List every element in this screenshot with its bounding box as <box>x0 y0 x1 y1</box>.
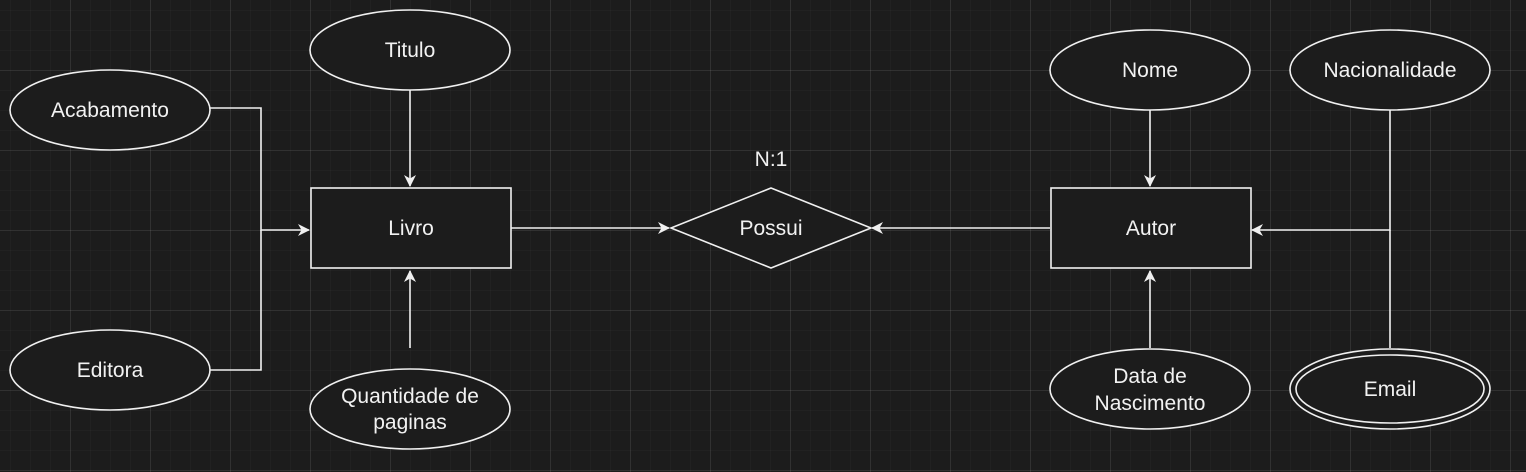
relationship-possui-label: Possui <box>739 217 802 240</box>
entity-autor[interactable]: Autor <box>1050 187 1252 269</box>
entity-autor-label: Autor <box>1126 217 1176 240</box>
attribute-editora[interactable]: Editora <box>9 329 211 411</box>
edge-acabamento-livro <box>210 107 310 236</box>
attribute-nome[interactable]: Nome <box>1049 29 1251 111</box>
cardinality-label: N:1 <box>755 148 788 171</box>
relationship-possui-diamond <box>668 187 874 269</box>
attribute-email[interactable]: Email <box>1289 348 1491 430</box>
attribute-nacionalidade-ellipse <box>1289 29 1491 111</box>
attribute-data-nascimento-label-line1: Data de <box>1113 365 1187 388</box>
entity-livro[interactable]: Livro <box>310 187 512 269</box>
attribute-data-nascimento[interactable]: Data de Nascimento <box>1049 348 1251 430</box>
attribute-titulo[interactable]: Titulo <box>309 9 511 91</box>
entity-livro-box <box>310 187 512 269</box>
attribute-quantidade-paginas-label-line2: paginas <box>373 411 447 434</box>
attribute-quantidade-paginas-ellipse <box>309 368 511 450</box>
attribute-acabamento-label: Acabamento <box>51 99 169 122</box>
attribute-nome-label: Nome <box>1122 59 1178 82</box>
attribute-nacionalidade[interactable]: Nacionalidade <box>1289 29 1491 111</box>
attribute-data-nascimento-label-line2: Nascimento <box>1095 392 1206 415</box>
edge-nacionalidade-autor <box>1251 110 1391 236</box>
attribute-titulo-label: Titulo <box>385 39 436 62</box>
attribute-quantidade-paginas[interactable]: Quantidade de paginas <box>309 368 511 450</box>
entity-autor-box <box>1050 187 1252 269</box>
attribute-quantidade-paginas-label-line1: Quantidade de <box>341 385 479 408</box>
edges <box>210 90 1391 371</box>
attribute-nome-ellipse <box>1049 29 1251 111</box>
attribute-editora-ellipse <box>9 329 211 411</box>
attribute-acabamento-ellipse <box>9 69 211 151</box>
attribute-email-label: Email <box>1364 378 1417 401</box>
attribute-acabamento[interactable]: Acabamento <box>9 69 211 151</box>
attribute-titulo-ellipse <box>309 9 511 91</box>
attribute-nacionalidade-label: Nacionalidade <box>1323 59 1456 82</box>
entity-livro-label: Livro <box>388 217 434 240</box>
relationship-possui[interactable]: Possui <box>668 187 874 269</box>
edge-editora-livro <box>210 230 262 371</box>
attribute-editora-label: Editora <box>77 359 144 382</box>
attribute-data-nascimento-ellipse <box>1049 348 1251 430</box>
attribute-email-inner-ellipse <box>1295 354 1485 424</box>
